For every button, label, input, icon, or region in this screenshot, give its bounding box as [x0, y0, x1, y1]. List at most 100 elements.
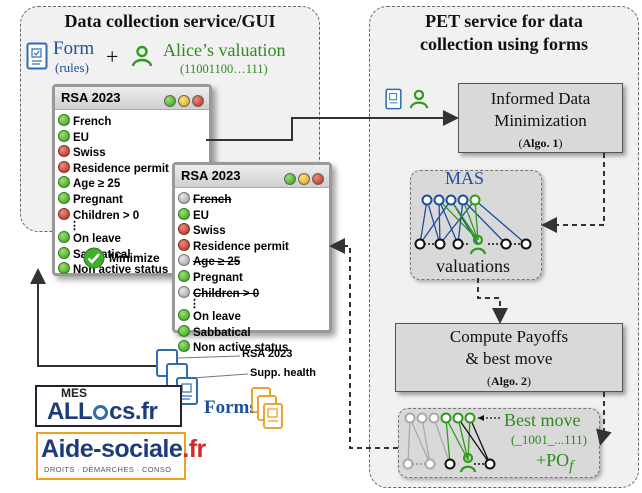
left-panel-title: Data collection service/GUI	[64, 11, 276, 31]
criterion-label: Age ≥ 25	[73, 178, 121, 191]
green-status-icon	[178, 309, 190, 322]
criterion-item[interactable]: On leave	[178, 309, 329, 325]
maximize-dot-icon[interactable]	[164, 95, 176, 107]
minimize-dot-icon[interactable]	[298, 173, 310, 185]
mas-graph	[414, 194, 532, 255]
criterion-label: Non active status	[193, 342, 289, 355]
green-status-icon	[58, 246, 70, 259]
green-status-icon	[178, 207, 190, 220]
red-status-icon	[58, 207, 70, 220]
criterion-item[interactable]: Age ≥ 25	[58, 176, 209, 192]
criterion-item[interactable]: Age ≥ 25	[178, 254, 329, 270]
minimize-dot-icon[interactable]	[178, 95, 190, 107]
criterion-item[interactable]: EU	[58, 129, 209, 146]
criterion-label: Children > 0	[73, 209, 140, 222]
grey-status-icon	[178, 254, 190, 267]
grey-status-icon	[178, 285, 190, 298]
close-dot-icon[interactable]	[312, 173, 324, 185]
close-dot-icon[interactable]	[192, 95, 204, 107]
mas-valuations-label: valuations	[436, 256, 510, 276]
checkmark-icon	[83, 247, 105, 269]
criterion-item[interactable]: Pregnant	[178, 269, 329, 286]
aide-sociale-logo[interactable]: Aide-sociale.fr DROITS · DÉMARCHES · CON…	[36, 432, 206, 480]
right-panel-title-line2: collection using forms	[420, 34, 588, 54]
green-status-icon	[178, 269, 190, 282]
idm-line2: Minimization	[494, 111, 587, 130]
user-icon-small	[409, 89, 429, 109]
criterion-label: On leave	[73, 233, 121, 246]
criterion-label: French	[193, 194, 232, 206]
criterion-item[interactable]: Children > 0	[178, 285, 329, 302]
mesallocs-o-icon	[93, 405, 109, 420]
criterion-label: Pregnant	[193, 271, 243, 284]
criterion-label: EU	[73, 131, 89, 144]
window-titlebar: RSA 2023	[55, 87, 209, 110]
mas-label: MAS	[445, 168, 485, 188]
user-icon	[131, 45, 153, 67]
criterion-item[interactable]: Sabbatical	[178, 324, 329, 341]
green-status-icon	[58, 231, 70, 244]
best-move-label: Best move	[504, 410, 581, 430]
window-titlebar: RSA 2023	[175, 165, 329, 188]
criterion-label: EU	[193, 209, 209, 222]
idm-algo: (Algo. 1)	[518, 136, 563, 150]
po-label: +POf	[536, 450, 574, 475]
criterion-item[interactable]: Children > 0	[58, 207, 209, 224]
best-move-graph	[402, 412, 502, 473]
list-ellipsis: ⋮	[69, 220, 80, 233]
mesallocs-part2: ALL	[47, 398, 93, 425]
red-status-icon	[178, 238, 190, 251]
right-panel-title-line1: PET service for data	[425, 11, 583, 31]
form-label: Form	[53, 38, 95, 59]
window-controls[interactable]	[162, 92, 204, 114]
payoff-algo: (Algo. 2)	[487, 374, 531, 388]
grey-status-icon	[178, 192, 190, 204]
criterion-item[interactable]: Swiss	[178, 223, 329, 239]
callout-supp-health: Supp. health	[250, 367, 316, 379]
valuation-bits: (11001100…111)	[180, 62, 268, 76]
green-status-icon	[58, 262, 70, 275]
criterion-item[interactable]: EU	[178, 207, 329, 224]
criterion-item[interactable]: French	[178, 192, 329, 208]
green-status-icon	[58, 114, 70, 126]
forms-stack-orange-icon	[251, 387, 283, 429]
criterion-item[interactable]: Pregnant	[58, 191, 209, 208]
window-title: RSA 2023	[181, 168, 241, 183]
forms-stack-icon	[156, 349, 198, 405]
criterion-item[interactable]: Swiss	[58, 145, 209, 161]
green-status-icon	[58, 129, 70, 142]
criterion-item[interactable]: On leave	[58, 231, 209, 247]
idm-line1: Informed Data	[490, 89, 591, 108]
valuation-label: Alice’s valuation	[163, 40, 286, 60]
green-status-icon	[178, 324, 190, 337]
mesallocs-part1: MES	[61, 386, 88, 400]
minimize-label: Minimize	[109, 251, 160, 265]
criterion-label: Swiss	[193, 225, 226, 238]
criterion-item[interactable]: Residence permit	[178, 238, 329, 255]
criterion-item[interactable]: Non active status	[178, 340, 329, 356]
criterion-label: Residence permit	[193, 240, 289, 253]
form-icon-small	[385, 88, 402, 110]
criterion-label: French	[73, 116, 112, 128]
callout-rsa-2023: RSA 2023	[242, 348, 293, 360]
criterion-label: Age ≥ 25	[193, 256, 241, 269]
rules-label: (rules)	[55, 60, 89, 75]
window-controls[interactable]	[282, 170, 324, 192]
plus-sign: +	[106, 44, 119, 69]
maximize-dot-icon[interactable]	[284, 173, 296, 185]
criterion-label: Swiss	[73, 147, 106, 160]
aide-sociale-main: Aide-sociale	[41, 435, 183, 463]
best-move-bits: (_1001_...111)	[511, 432, 587, 447]
criterion-item[interactable]: French	[58, 114, 209, 130]
forms-label: Forms	[204, 397, 257, 418]
green-status-icon	[178, 340, 190, 353]
aide-sociale-tagline: DROITS · DÉMARCHES · CONSO	[44, 465, 172, 474]
criterion-item[interactable]: Residence permit	[58, 160, 209, 177]
list-ellipsis: ⋮	[189, 298, 200, 311]
green-status-icon	[58, 191, 70, 204]
minimize-button[interactable]: Minimize	[83, 247, 160, 269]
